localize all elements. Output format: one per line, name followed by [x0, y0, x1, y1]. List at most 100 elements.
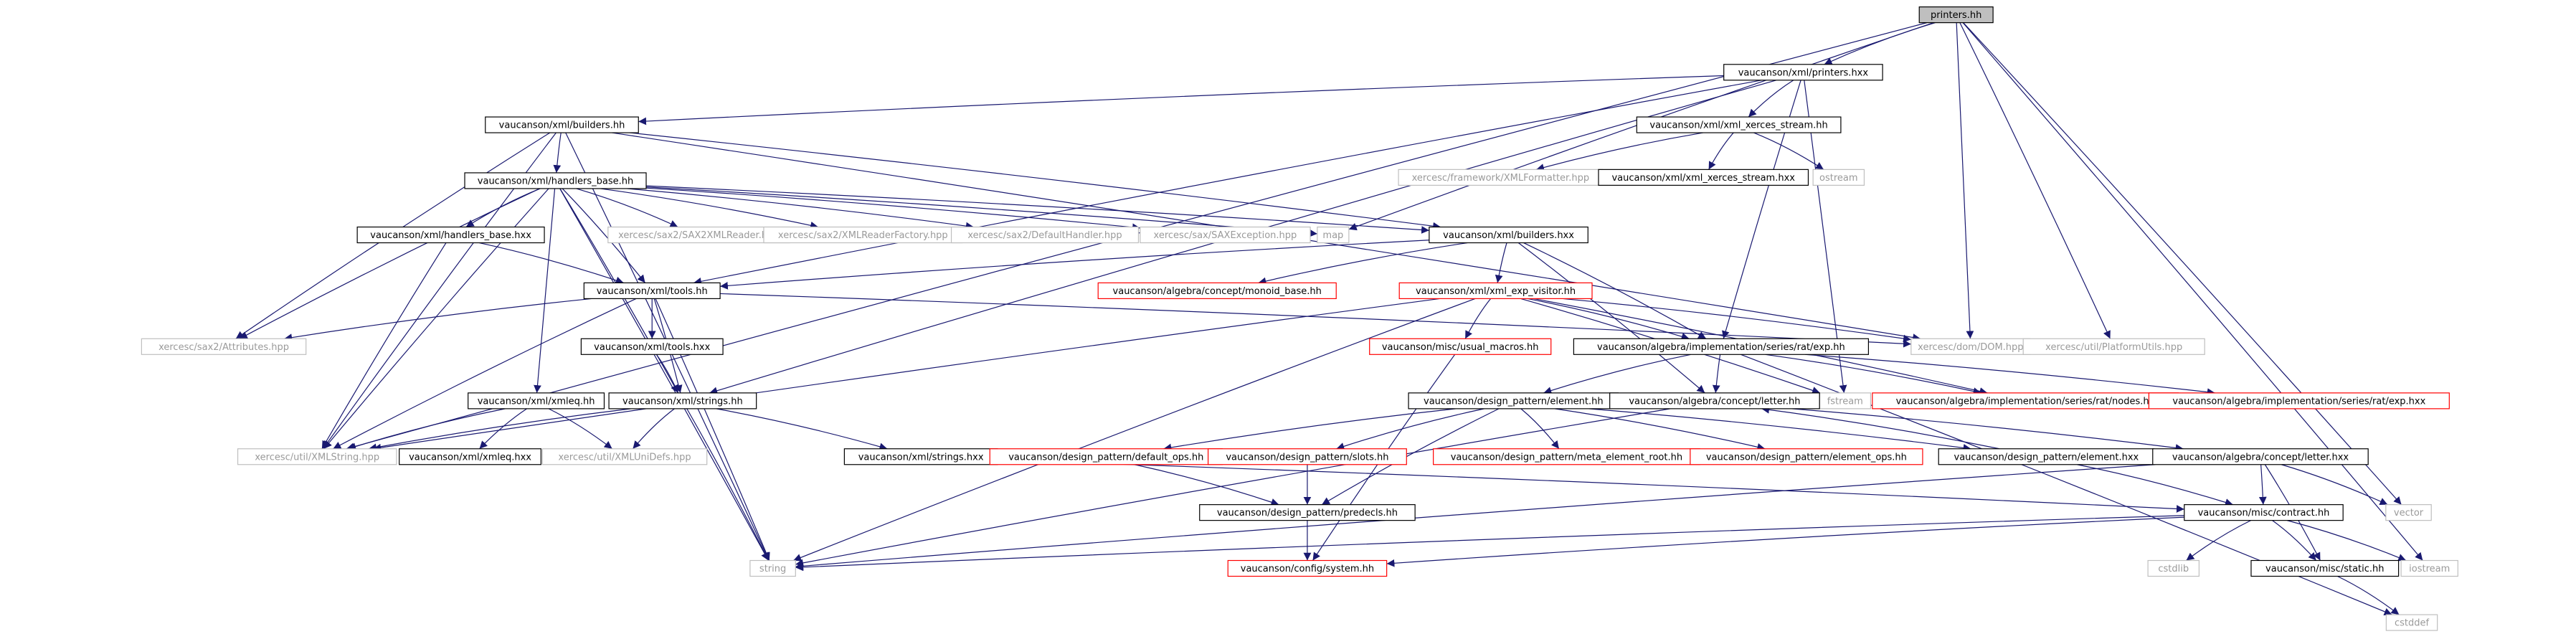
- node-xmlstring[interactable]: xercesc/util/XMLString.hpp: [237, 448, 397, 465]
- node-dp-element-hxx[interactable]: vaucanson/design_pattern/element.hxx: [1938, 448, 2155, 465]
- node-xml-xmleq-hh[interactable]: vaucanson/xml/xmleq.hh: [468, 392, 605, 410]
- node-ostream[interactable]: ostream: [1812, 169, 1865, 186]
- node-label: vaucanson/algebra/concept/letter.hxx: [2172, 452, 2349, 463]
- node-dp-slots[interactable]: vaucanson/design_pattern/slots.hh: [1207, 448, 1407, 465]
- node-dp-predecls[interactable]: vaucanson/design_pattern/predecls.hh: [1199, 504, 1416, 521]
- node-config-system[interactable]: vaucanson/config/system.hh: [1227, 559, 1388, 577]
- node-xml-xerces-stream-hh[interactable]: vaucanson/xml/xml_xerces_stream.hh: [1636, 116, 1842, 133]
- node-rat-nodes-hh[interactable]: vaucanson/algebra/implementation/series/…: [1872, 392, 2179, 410]
- edge-concept-letter-hh-to-string: [795, 408, 1671, 567]
- node-string[interactable]: string: [749, 559, 796, 577]
- node-box: [2022, 338, 2205, 355]
- node-concept-letter-hxx[interactable]: vaucanson/algebra/concept/letter.hxx: [2152, 448, 2369, 465]
- node-xml-tools-hh[interactable]: vaucanson/xml/tools.hh: [583, 282, 721, 300]
- node-map[interactable]: map: [1317, 226, 1350, 244]
- node-xml-xmleq-hxx[interactable]: vaucanson/xml/xmleq.hxx: [399, 448, 541, 465]
- edge-printers-hh-to-iostream: [1962, 22, 2423, 561]
- node-xml-xerces-stream-hxx[interactable]: vaucanson/xml/xml_xerces_stream.hxx: [1598, 169, 1809, 186]
- node-label: vaucanson/xml/xmleq.hxx: [409, 452, 531, 463]
- node-label: vaucanson/design_pattern/default_ops.hh: [1008, 452, 1203, 463]
- node-label: cstddef: [2395, 618, 2430, 629]
- node-vector[interactable]: vector: [2385, 504, 2432, 521]
- node-label: vaucanson/xml/tools.hh: [597, 286, 708, 297]
- node-label: vaucanson/xml/xml_xerces_stream.hh: [1649, 120, 1827, 131]
- node-xml-handlers-base-hh[interactable]: vaucanson/xml/handlers_base.hh: [464, 172, 647, 189]
- edge-misc-contract-to-cstdlib: [2186, 520, 2251, 561]
- node-label: vaucanson/xml/handlers_base.hh: [478, 176, 633, 186]
- node-label: xercesc/sax/SAXException.hpp: [1154, 230, 1297, 241]
- node-label: vaucanson/design_pattern/meta_element_ro…: [1451, 452, 1682, 463]
- node-box: [237, 448, 397, 465]
- node-box: [1598, 169, 1809, 186]
- node-dp-meta-element-root[interactable]: vaucanson/design_pattern/meta_element_ro…: [1433, 448, 1700, 465]
- edge-dp-element-hh-to-dp-predecls: [1321, 408, 1500, 506]
- node-sax2-defaulthandler[interactable]: xercesc/sax2/DefaultHandler.hpp: [950, 226, 1140, 244]
- node-box: [1097, 282, 1337, 300]
- node-rat-exp-hxx[interactable]: vaucanson/algebra/implementation/series/…: [2148, 392, 2450, 410]
- edge-xml-strings-hh-to-xml-strings-hxx: [716, 408, 888, 450]
- node-xml-builders-hh[interactable]: vaucanson/xml/builders.hh: [485, 116, 639, 133]
- edge-xml-exp-visitor-to-string: [793, 298, 1476, 562]
- edge-xml-handlers-base-hh-to-sax-saxexception: [645, 187, 1140, 232]
- edge-concept-letter-hxx-to-string: [795, 464, 2156, 570]
- node-box: [580, 338, 724, 355]
- node-printers-hh[interactable]: printers.hh: [1918, 6, 1994, 24]
- edge-rat-exp-hh-to-rat-nodes-hh: [1765, 354, 1981, 395]
- node-platformutils[interactable]: xercesc/util/PlatformUtils.hpp: [2022, 338, 2205, 355]
- node-cstddef[interactable]: cstddef: [2385, 614, 2438, 631]
- edge-xml-builders-hh-to-xml-handlers-base-hh: [553, 132, 562, 174]
- node-xmlunidefs[interactable]: xercesc/util/XMLUniDefs.hpp: [541, 448, 708, 465]
- edge-misc-contract-to-misc-static: [2272, 520, 2317, 561]
- node-dp-element-ops[interactable]: vaucanson/design_pattern/element_ops.hh: [1690, 448, 1923, 465]
- node-misc-static[interactable]: vaucanson/misc/static.hh: [2250, 559, 2400, 577]
- node-sax-saxexception[interactable]: xercesc/sax/SAXException.hpp: [1140, 226, 1311, 244]
- node-box: [1812, 169, 1865, 186]
- node-box: [141, 338, 307, 355]
- node-label: vaucanson/xml/strings.hxx: [858, 452, 984, 463]
- edge-xml-strings-hh-to-string: [686, 408, 770, 561]
- node-box: [2152, 448, 2369, 465]
- edge-xml-strings-hh-to-xmlunidefs: [633, 408, 675, 450]
- node-dom-dom[interactable]: xercesc/dom/DOM.hpp: [1910, 338, 2031, 355]
- edge-misc-contract-to-iostream: [2286, 520, 2407, 562]
- node-monoid-base[interactable]: vaucanson/algebra/concept/monoid_base.hh: [1097, 282, 1337, 300]
- node-label: vaucanson/xml/xml_xerces_stream.hxx: [1611, 173, 1795, 184]
- node-label: string: [759, 564, 786, 574]
- edge-printers-hh-to-platformutils: [1959, 22, 2111, 339]
- node-label: vector: [2394, 508, 2424, 519]
- node-concept-letter-hh[interactable]: vaucanson/algebra/concept/letter.hh: [1609, 392, 1820, 410]
- node-sax2-attributes[interactable]: xercesc/sax2/Attributes.hpp: [141, 338, 307, 355]
- node-xml-printers-hxx[interactable]: vaucanson/xml/printers.hxx: [1723, 64, 1883, 81]
- node-rat-exp-hh[interactable]: vaucanson/algebra/implementation/series/…: [1573, 338, 1870, 355]
- node-cstdlib[interactable]: cstdlib: [2147, 559, 2200, 577]
- edge-xml-builders-hxx-to-xml-exp-visitor: [1495, 242, 1507, 283]
- node-xml-builders-hxx[interactable]: vaucanson/xml/builders.hxx: [1429, 226, 1588, 244]
- node-fstream[interactable]: fstream: [1819, 392, 1872, 410]
- node-box: [1227, 559, 1388, 577]
- edge-xml-exp-visitor-to-xmlstring: [373, 298, 1440, 452]
- node-xercesc-xmlformatter[interactable]: xercesc/framework/XMLFormatter.hpp: [1398, 169, 1604, 186]
- node-usual-macros[interactable]: vaucanson/misc/usual_macros.hh: [1369, 338, 1552, 355]
- node-xml-strings-hh[interactable]: vaucanson/xml/strings.hh: [608, 392, 757, 410]
- node-misc-contract[interactable]: vaucanson/misc/contract.hh: [2184, 504, 2344, 521]
- node-iostream[interactable]: iostream: [2400, 559, 2458, 577]
- node-xml-tools-hxx[interactable]: vaucanson/xml/tools.hxx: [580, 338, 724, 355]
- node-xml-strings-hxx[interactable]: vaucanson/xml/strings.hxx: [843, 448, 998, 465]
- node-box: [950, 226, 1140, 244]
- edge-xml-tools-hh-to-sax2-attributes: [284, 298, 592, 341]
- node-dp-default-ops[interactable]: vaucanson/design_pattern/default_ops.hh: [989, 448, 1223, 465]
- edge-xml-tools-hh-to-string: [655, 298, 770, 561]
- node-label: vaucanson/misc/usual_macros.hh: [1382, 342, 1539, 353]
- edge-concept-letter-hxx-to-misc-contract: [2258, 464, 2267, 505]
- node-sax2-xmlreader[interactable]: xercesc/sax2/SAX2XMLReader.hpp: [607, 226, 790, 244]
- node-dp-element-hh[interactable]: vaucanson/design_pattern/element.hh: [1408, 392, 1619, 410]
- node-box: [2400, 559, 2458, 577]
- node-label: xercesc/framework/XMLFormatter.hpp: [1412, 173, 1589, 184]
- edge-misc-static-to-cstddef: [2337, 575, 2400, 615]
- node-box: [2147, 559, 2200, 577]
- edge-xml-builders-hxx-to-concept-letter-hh: [1517, 242, 1705, 394]
- node-xml-exp-visitor[interactable]: vaucanson/xml/xml_exp_visitor.hh: [1398, 282, 1593, 300]
- node-label: vaucanson/design_pattern/slots.hh: [1226, 452, 1388, 463]
- node-xml-handlers-base-hxx[interactable]: vaucanson/xml/handlers_base.hxx: [356, 226, 545, 244]
- node-sax2-xmlreaderfactory[interactable]: xercesc/sax2/XMLReaderFactory.hpp: [763, 226, 963, 244]
